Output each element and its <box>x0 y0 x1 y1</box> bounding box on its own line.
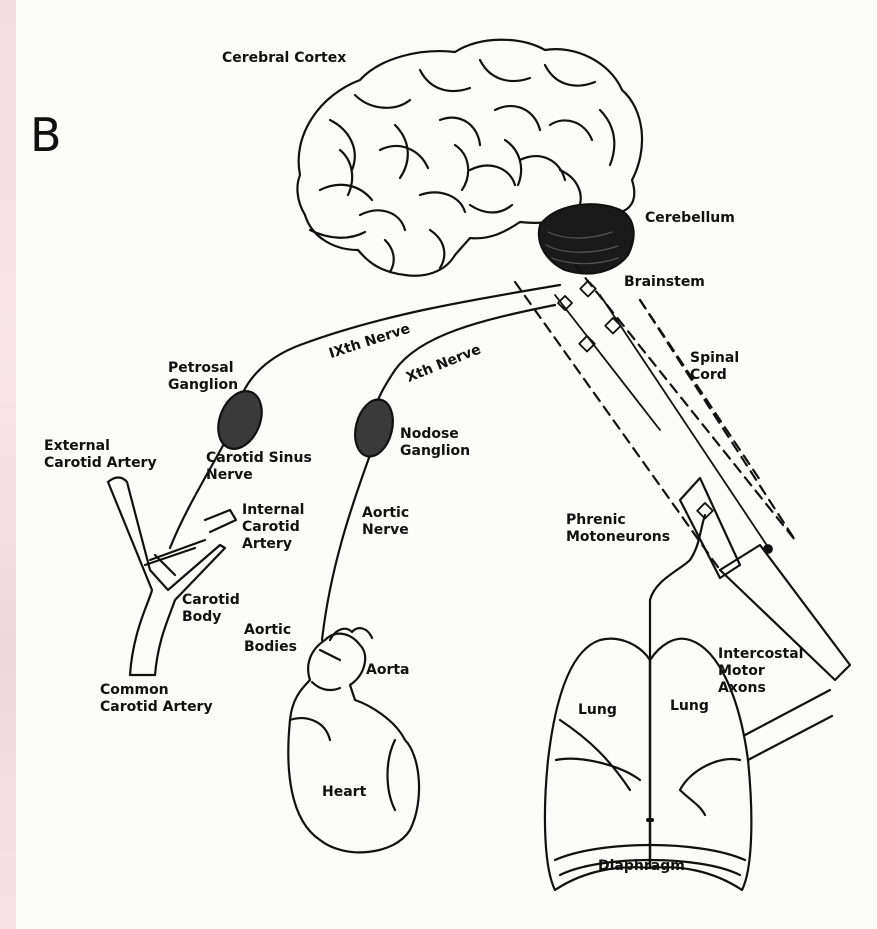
label-cerebellum: Cerebellum <box>645 210 735 227</box>
label-aorta: Aorta <box>366 662 410 679</box>
cerebellum-drawing <box>539 204 634 273</box>
label-spinal-cord: Spinal Cord <box>690 350 739 384</box>
label-carotid-body: Carotid Body <box>182 592 240 626</box>
panel-letter: B <box>30 112 62 158</box>
brainstem-spinal-cord-drawing <box>515 265 850 680</box>
label-carotid-sinus-nerve: Carotid Sinus Nerve <box>206 450 312 484</box>
label-cerebral-cortex: Cerebral Cortex <box>222 50 346 67</box>
label-heart: Heart <box>322 784 366 801</box>
label-nodose-ganglion: Nodose Ganglion <box>400 426 470 460</box>
carotid-artery-drawing <box>108 478 236 676</box>
label-petrosal-ganglion: Petrosal Ganglion <box>168 360 238 394</box>
label-lung-left: Lung <box>578 702 617 719</box>
label-intercostal-motor-axons: Intercostal Motor Axons <box>718 646 803 697</box>
label-brainstem: Brainstem <box>624 274 705 291</box>
label-phrenic-motoneurons: Phrenic Motoneurons <box>566 512 670 546</box>
label-aortic-nerve: Aortic Nerve <box>362 505 409 539</box>
label-aortic-bodies: Aortic Bodies <box>244 622 297 656</box>
label-common-carotid-artery: Common Carotid Artery <box>100 682 213 716</box>
label-diaphragm: Diaphragm <box>598 858 685 875</box>
xth-nerve-drawing <box>322 305 555 640</box>
label-internal-carotid-artery: Internal Carotid Artery <box>242 502 304 553</box>
label-external-carotid-artery: External Carotid Artery <box>44 438 157 472</box>
label-lung-right: Lung <box>670 698 709 715</box>
